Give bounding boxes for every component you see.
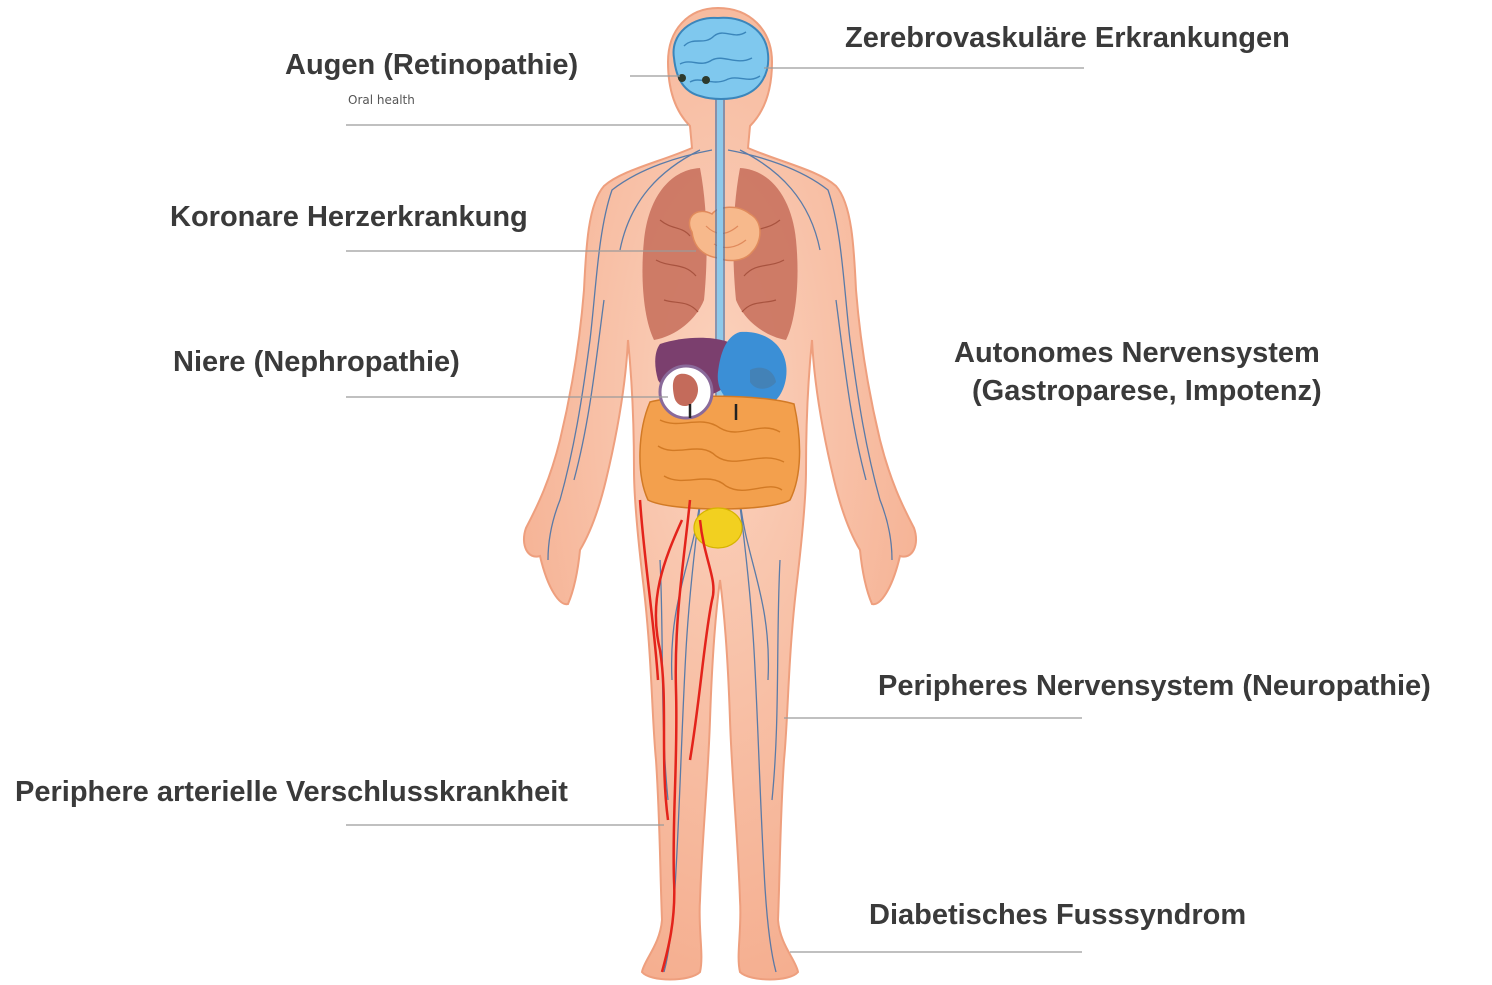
label-oral-health: Oral health [348,93,415,107]
label-diabetic-foot: Diabetisches Fusssyndrom [869,898,1246,932]
eye-icon [702,76,710,84]
brain [674,18,769,99]
intestines [640,396,800,509]
label-peripheral-nerve: Peripheres Nervensystem (Neuropathie) [878,669,1431,703]
label-autonomic-line1: Autonomes Nervensystem [954,336,1320,370]
label-kidney: Niere (Nephropathie) [173,345,460,379]
label-cerebrovascular: Zerebrovaskuläre Erkrankungen [845,21,1290,55]
label-eyes: Augen (Retinopathie) [285,48,578,82]
eye-icon [678,74,686,82]
label-coronary-heart: Koronare Herzerkrankung [170,200,528,234]
label-arterial-disease: Periphere arterielle Verschlusskrankheit [15,775,568,809]
label-autonomic-line2: (Gastroparese, Impotenz) [972,374,1322,408]
